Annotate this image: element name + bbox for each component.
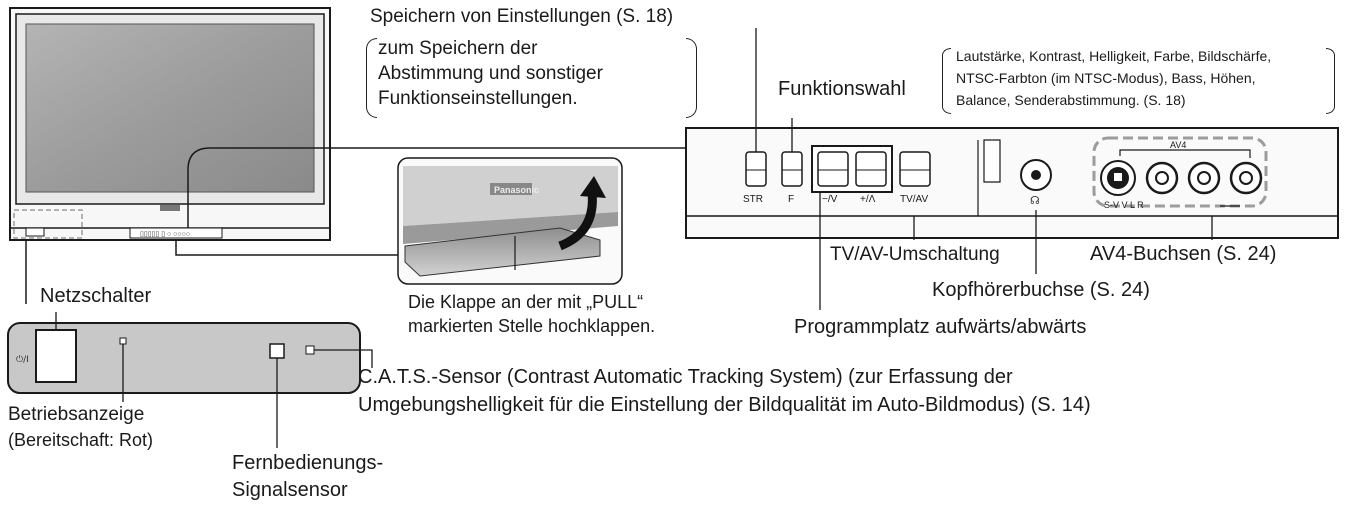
av4-panel-label: AV4 xyxy=(1170,140,1187,150)
function-paren-right xyxy=(1326,48,1335,114)
svg-text:▯▯▯▯▯ ▯ ○ ○○○○: ▯▯▯▯▯ ▯ ○ ○○○○ xyxy=(140,231,190,238)
tv-screen xyxy=(25,23,315,193)
plus-button-label: +/Λ xyxy=(860,194,876,205)
flap-instruction-line-2: markierten Stelle hochklappen. xyxy=(408,316,656,336)
remote-sensor-label-line-1: Fernbedienungs- xyxy=(232,452,384,474)
front-control-strip: ⏻/I xyxy=(7,322,361,394)
panasonic-logo xyxy=(490,183,532,195)
side-control-panel: ☊ xyxy=(685,127,1339,239)
power-switch-shape xyxy=(35,329,77,383)
program-up-down-label: Programmplatz aufwärts/abwärts xyxy=(794,316,1087,338)
store-paren-left xyxy=(366,38,377,118)
power-indicator-shape xyxy=(119,337,127,345)
cats-sensor-shape xyxy=(305,345,315,355)
av4-dashed-box xyxy=(1092,136,1268,208)
standby-red-label: (Bereitschaft: Rot) xyxy=(8,430,154,450)
flap-instruction-line-1: Die Klappe an der mit „PULL“ xyxy=(408,292,644,312)
function-list-line-2: NTSC-Farbton (im NTSC-Modus), Bass, Höhe… xyxy=(956,70,1256,86)
function-list-line-3: Balance, Senderabstimmung. (S. 18) xyxy=(956,92,1186,108)
remote-sensor-shape xyxy=(269,343,285,359)
av4-jacks-label: AV4-Buchsen (S. 24) xyxy=(1090,243,1277,265)
minus-button-label: −/V xyxy=(822,194,838,205)
tvav-button-label: TV/AV xyxy=(900,194,929,205)
store-desc-line-1: zum Speichern der xyxy=(378,38,538,59)
tv-logo xyxy=(160,205,180,211)
tv-av-switch-label: TV/AV-Umschaltung xyxy=(830,244,1000,265)
tvav-button-shape xyxy=(899,151,931,187)
store-title: Speichern von Einstellungen (S. 18) xyxy=(370,6,674,27)
headphone-icon: ☊ xyxy=(1030,194,1040,207)
power-indicator-label: Betriebsanzeige xyxy=(8,404,145,425)
flap-inset: Panasonic xyxy=(397,157,623,285)
cats-sensor-line-2: Umgebungshelligkeit für die Einstellung … xyxy=(358,394,1091,416)
f-button-shape xyxy=(781,151,803,187)
str-button-shape xyxy=(745,151,767,187)
av4-jack-letters: S-V V L R xyxy=(1104,200,1144,210)
power-icon: ⏻/I xyxy=(16,354,29,365)
headphone-jack-label: Kopfhörerbuchse (S. 24) xyxy=(932,279,1150,301)
lift-arrow-icon xyxy=(580,176,606,198)
remote-sensor-label-line-2: Signalsensor xyxy=(232,479,348,501)
function-select-label: Funktionswahl xyxy=(778,78,906,100)
store-paren-right xyxy=(686,38,697,118)
power-switch-label: Netzschalter xyxy=(40,285,152,307)
function-list-line-1: Lautstärke, Kontrast, Helligkeit, Farbe,… xyxy=(956,48,1272,64)
brand-text: Panasonic xyxy=(494,185,539,195)
store-desc-line-2: Abstimmung und sonstiger xyxy=(378,63,603,84)
tv-front-view: ▯▯▯▯▯ ▯ ○ ○○○○ xyxy=(9,7,331,241)
f-button-label: F xyxy=(788,194,795,205)
function-paren-left xyxy=(942,48,951,114)
front-controls-dashed-box xyxy=(13,209,83,239)
store-desc-line-3: Funktionseinstellungen. xyxy=(378,88,578,109)
cats-sensor-line-1: C.A.T.S.-Sensor (Contrast Automatic Trac… xyxy=(358,366,1013,388)
str-button-label: STR xyxy=(743,194,763,205)
